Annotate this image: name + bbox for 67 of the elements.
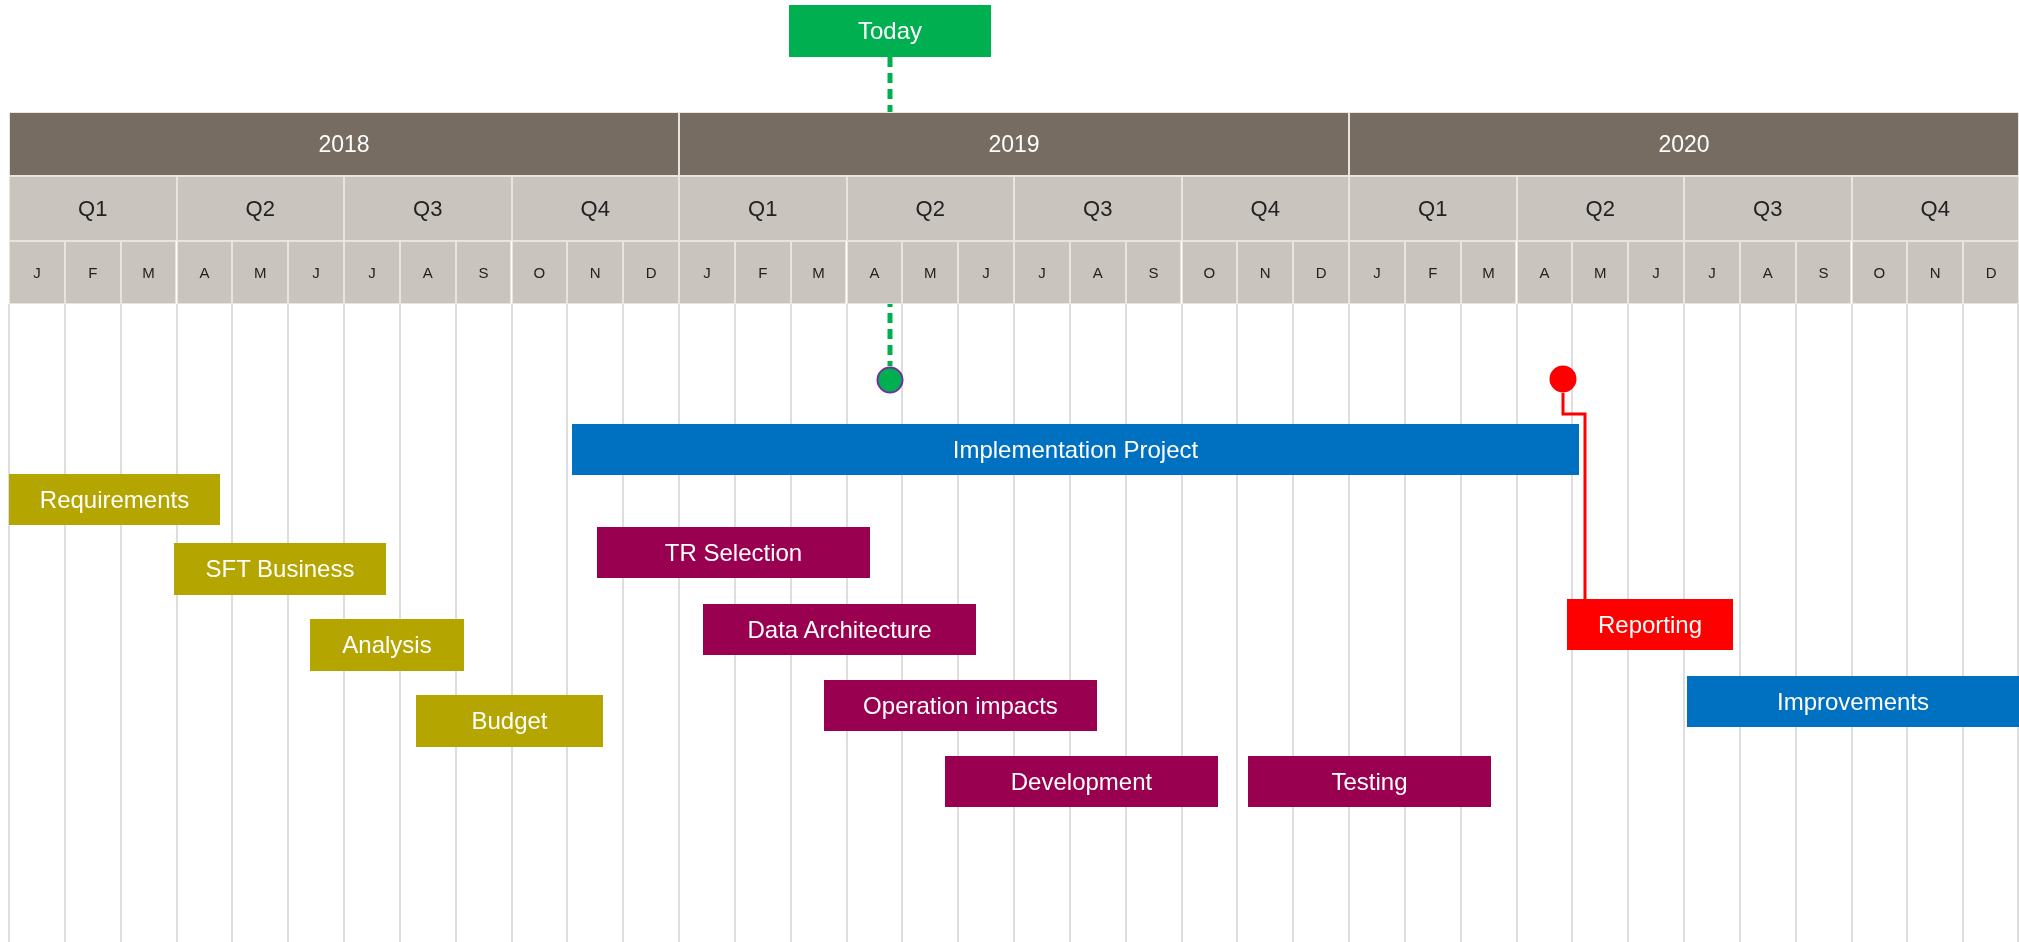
month-header: J	[1628, 241, 1684, 304]
task-bar: Reporting	[1567, 599, 1733, 650]
month-header: M	[1572, 241, 1629, 304]
task-bar: Development	[945, 756, 1218, 807]
month-header: O	[511, 241, 568, 304]
quarter-header: Q3	[344, 176, 512, 241]
task-bar: Budget	[416, 695, 603, 747]
month-header: N	[567, 241, 624, 304]
quarter-header: Q2	[1516, 176, 1684, 241]
task-bar: Analysis	[310, 619, 464, 671]
month-header: A	[176, 241, 233, 304]
quarter-header: Q4	[511, 176, 679, 241]
month-header: A	[1739, 241, 1796, 304]
year-header: 2019	[679, 112, 1349, 176]
month-header: S	[1795, 241, 1852, 304]
month-header: J	[679, 241, 735, 304]
quarter-header: Q1	[9, 176, 177, 241]
year-header: 2018	[9, 112, 679, 176]
month-header: D	[1963, 241, 2019, 304]
month-header: N	[1907, 241, 1964, 304]
month-header: F	[734, 241, 791, 304]
task-bar: TR Selection	[597, 527, 870, 578]
month-header: S	[1125, 241, 1182, 304]
quarter-header: Q3	[1684, 176, 1852, 241]
month-header: A	[846, 241, 903, 304]
month-header: A	[399, 241, 456, 304]
quarter-header: Q1	[1349, 176, 1517, 241]
month-header: M	[232, 241, 289, 304]
month-header: S	[455, 241, 512, 304]
quarter-header: Q2	[846, 176, 1014, 241]
task-bar: Operation impacts	[824, 680, 1097, 731]
quarter-header: Q4	[1181, 176, 1349, 241]
month-header: J	[9, 241, 65, 304]
year-header: 2020	[1349, 112, 2019, 176]
task-bar: SFT Business	[174, 543, 386, 595]
task-bar: Data Architecture	[703, 604, 976, 655]
month-header: J	[1014, 241, 1070, 304]
month-header: M	[902, 241, 959, 304]
month-header: F	[1404, 241, 1461, 304]
connector-line	[1561, 393, 1587, 599]
month-header: M	[1460, 241, 1517, 304]
month-header: O	[1851, 241, 1908, 304]
month-header: J	[958, 241, 1014, 304]
month-header: M	[790, 241, 847, 304]
task-bar: Improvements	[1687, 676, 2019, 727]
quarter-header: Q3	[1014, 176, 1182, 241]
quarter-header: Q1	[679, 176, 847, 241]
task-bar: Implementation Project	[572, 424, 1579, 475]
month-header: D	[1293, 241, 1349, 304]
quarter-header: Q4	[1851, 176, 2019, 241]
today-marker-box: Today	[789, 5, 991, 57]
month-header: O	[1181, 241, 1238, 304]
month-header: J	[288, 241, 344, 304]
month-header: N	[1237, 241, 1294, 304]
month-header: F	[64, 241, 121, 304]
month-header: J	[344, 241, 400, 304]
month-header: A	[1069, 241, 1126, 304]
month-header: A	[1516, 241, 1573, 304]
month-header: D	[623, 241, 679, 304]
task-bar: Testing	[1248, 756, 1491, 807]
month-header: J	[1684, 241, 1740, 304]
task-bar: Requirements	[9, 474, 220, 525]
today-dot	[876, 366, 904, 394]
month-header: M	[120, 241, 177, 304]
month-header: J	[1349, 241, 1405, 304]
milestone-dot	[1549, 365, 1577, 393]
quarter-header: Q2	[176, 176, 344, 241]
